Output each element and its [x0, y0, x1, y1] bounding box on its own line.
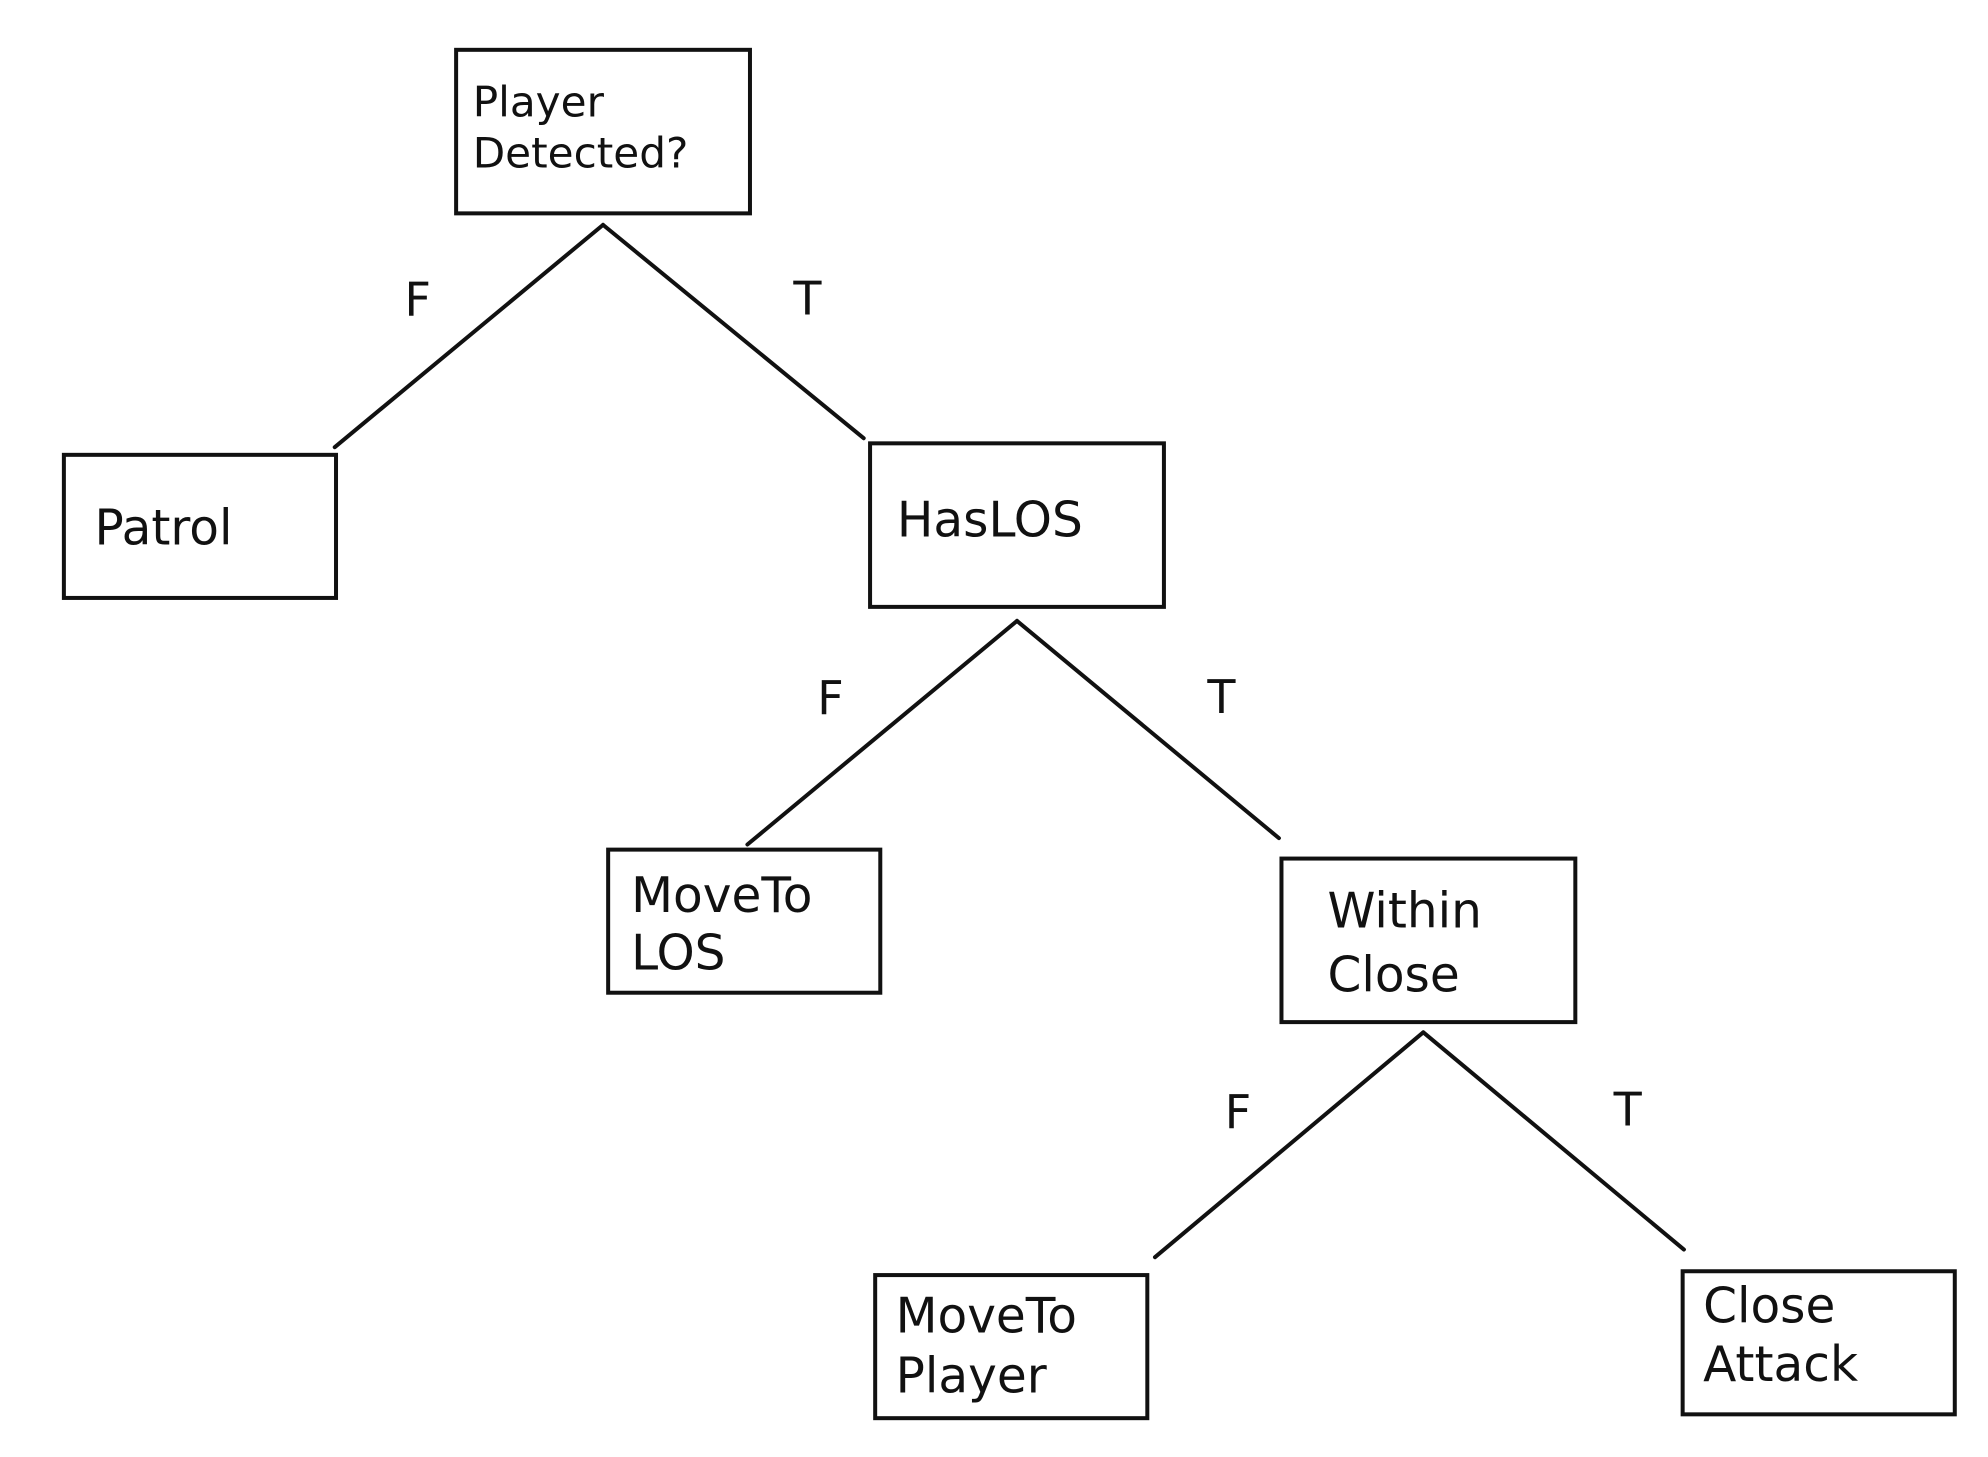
node-label-move-to-los-line-1: MoveTo [631, 868, 812, 924]
node-label-move-to-player-line-2: Player [896, 1349, 1047, 1405]
edge-within-close-to-move-to-player [1152, 1030, 1426, 1260]
node-label-move-to-los-line-2: LOS [631, 926, 725, 982]
edge-within-close-to-close-attack [1421, 1030, 1686, 1252]
node-patrol: Patrol [61, 452, 339, 600]
node-box-player-detected [454, 47, 752, 216]
node-label-within-close-line-1: Within [1327, 884, 1481, 940]
edge-has-los-to-within-close [1014, 618, 1281, 841]
node-box-patrol [61, 452, 339, 600]
edge-player-detected-to-patrol [332, 222, 606, 450]
node-label-patrol-line-1: Patrol [95, 500, 233, 556]
edge-label-player-detected-to-patrol: F [405, 273, 431, 327]
edge-player-detected-to-has-los [601, 222, 866, 441]
edges-layer: F T F T F T [332, 222, 1686, 1260]
node-label-move-to-player-line-1: MoveTo [896, 1289, 1077, 1345]
edge-label-within-close-to-move-to-player: F [1225, 1085, 1251, 1139]
node-label-player-detected-line-2: Detected? [473, 128, 689, 177]
node-box-move-to-player [873, 1273, 1150, 1421]
node-label-has-los-line-1: HasLOS [897, 493, 1083, 549]
edge-label-has-los-to-move-to-los: F [817, 671, 843, 725]
node-label-close-attack-line-1: Close [1703, 1278, 1835, 1334]
edge-label-has-los-to-within-close: T [1206, 670, 1236, 724]
node-box-within-close [1279, 856, 1578, 1025]
edge-has-los-to-move-to-los [745, 618, 1019, 847]
node-label-within-close-line-2: Close [1327, 947, 1459, 1003]
edge-label-within-close-to-close-attack: T [1613, 1083, 1643, 1137]
node-box-move-to-los [606, 847, 883, 995]
node-box-has-los [868, 441, 1166, 609]
edge-label-player-detected-to-has-los: T [792, 271, 822, 325]
node-has-los: HasLOS [868, 441, 1166, 609]
node-label-player-detected-line-1: Player [473, 77, 605, 126]
node-box-close-attack [1680, 1269, 1957, 1417]
node-label-close-attack-line-2: Attack [1703, 1337, 1858, 1393]
